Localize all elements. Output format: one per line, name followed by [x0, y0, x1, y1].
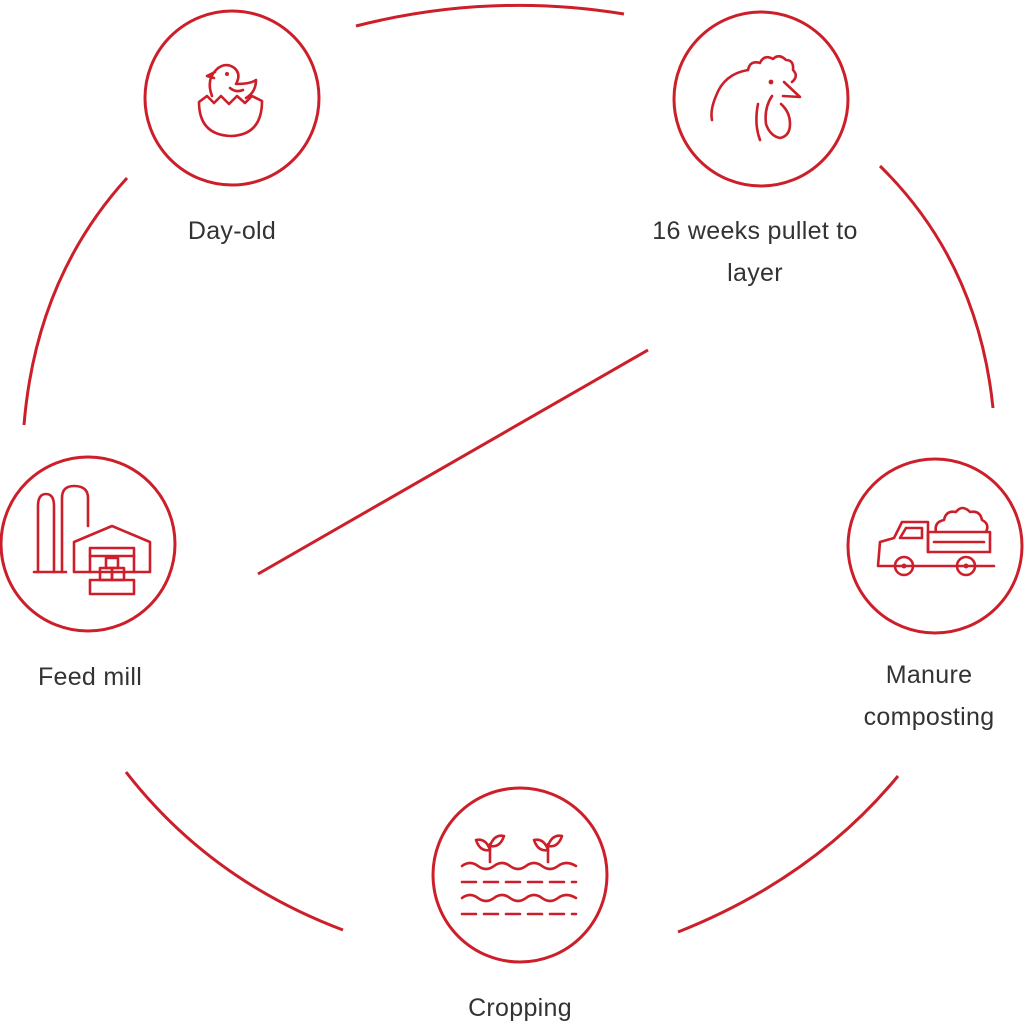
- arc-pullet-to-manure: [878, 164, 995, 409]
- sprouting-field-icon: [460, 834, 578, 916]
- node-ring: [0, 455, 177, 633]
- arc-feedmill-to-dayold: [22, 176, 129, 426]
- manure-composting-label: Manure composting: [863, 661, 995, 731]
- hatching-chick-icon: [197, 63, 264, 138]
- arc-manure-to-cropping: [677, 775, 900, 934]
- day-old-label: Day-old: [187, 217, 277, 245]
- hen-head-icon: [710, 54, 802, 142]
- arc-cropping-to-feedmill: [124, 771, 344, 932]
- arc-dayold-to-pullet: [355, 3, 625, 28]
- dump-truck-icon: [876, 506, 996, 577]
- node-ring: [672, 10, 850, 188]
- node-manure-composting: [846, 457, 1024, 635]
- silo-warehouse-icon: [32, 484, 152, 596]
- node-cropping: [431, 786, 609, 964]
- pullet-to-layer-label: 16 weeks pullet to layer: [652, 217, 858, 287]
- feed-mill-label: Feed mill: [37, 663, 143, 691]
- node-ring: [431, 786, 609, 964]
- node-ring: [846, 457, 1024, 635]
- node-feed-mill: [0, 455, 177, 633]
- node-pullet-to-layer: [672, 10, 850, 188]
- node-ring: [143, 9, 321, 187]
- cropping-label: Cropping: [468, 994, 572, 1022]
- node-day-old: [143, 9, 321, 187]
- diagonal-connector-line: [257, 348, 649, 576]
